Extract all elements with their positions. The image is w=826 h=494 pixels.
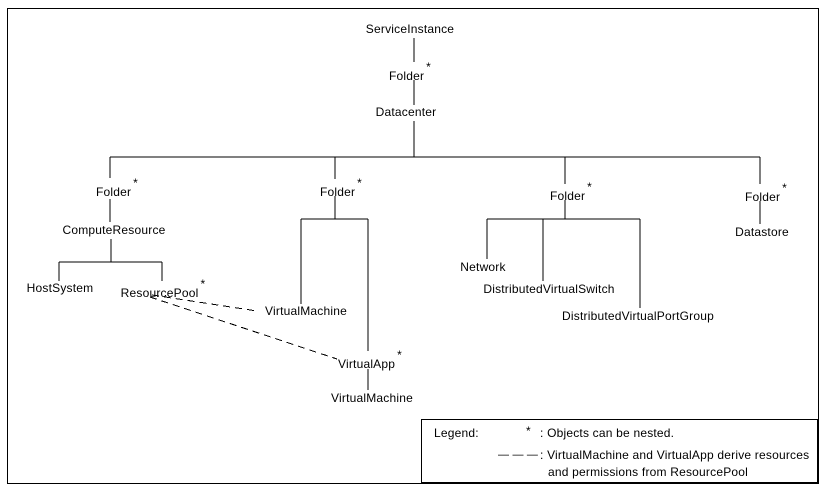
nested-star: * [426,60,432,74]
legend-star-text: : Objects can be nested. [540,426,675,440]
legend: Legend: * : Objects can be nested. — — —… [421,419,818,483]
dashed-resourcepool-virtualmachine [151,294,258,312]
node-distributed-virtual-switch: DistributedVirtualSwitch [483,282,615,296]
legend-dash-text-line1: : VirtualMachine and VirtualApp derive r… [540,448,810,462]
node-datastore: Datastore [735,225,789,239]
node-service-instance: ServiceInstance [365,22,455,36]
nested-star: * [397,348,403,362]
legend-dash-symbol: — — — [498,449,539,461]
legend-star-symbol: * [526,424,531,438]
nested-star: * [200,277,206,291]
node-virtual-machine-1: VirtualMachine [265,304,347,318]
node-folder-vm: Folder* [319,176,363,199]
node-folder-host: Folder* [95,176,139,199]
nested-star: * [587,180,593,194]
node-folder-network: Folder* [549,180,593,203]
legend-dash-text-line2: and permissions from ResourcePool [548,465,749,479]
nested-star: * [133,176,139,190]
node-host-system: HostSystem [26,281,94,295]
node-network: Network [460,260,506,274]
nested-star: * [357,176,363,190]
node-distributed-virtual-port-group: DistributedVirtualPortGroup [562,309,714,323]
node-datacenter: Datacenter [375,105,437,119]
legend-title: Legend: [434,426,479,440]
node-virtual-machine-2: VirtualMachine [331,391,413,405]
dashed-resourcepool-virtualapp [149,296,338,360]
node-compute-resource: ComputeResource [62,223,166,237]
node-folder-top: Folder* [388,60,432,83]
nested-star: * [782,181,788,195]
node-resource-pool: ResourcePool* [120,277,206,300]
node-folder-datastore: Folder* [744,181,788,204]
node-virtual-app: VirtualApp* [337,348,403,371]
diagram-border [7,8,819,484]
